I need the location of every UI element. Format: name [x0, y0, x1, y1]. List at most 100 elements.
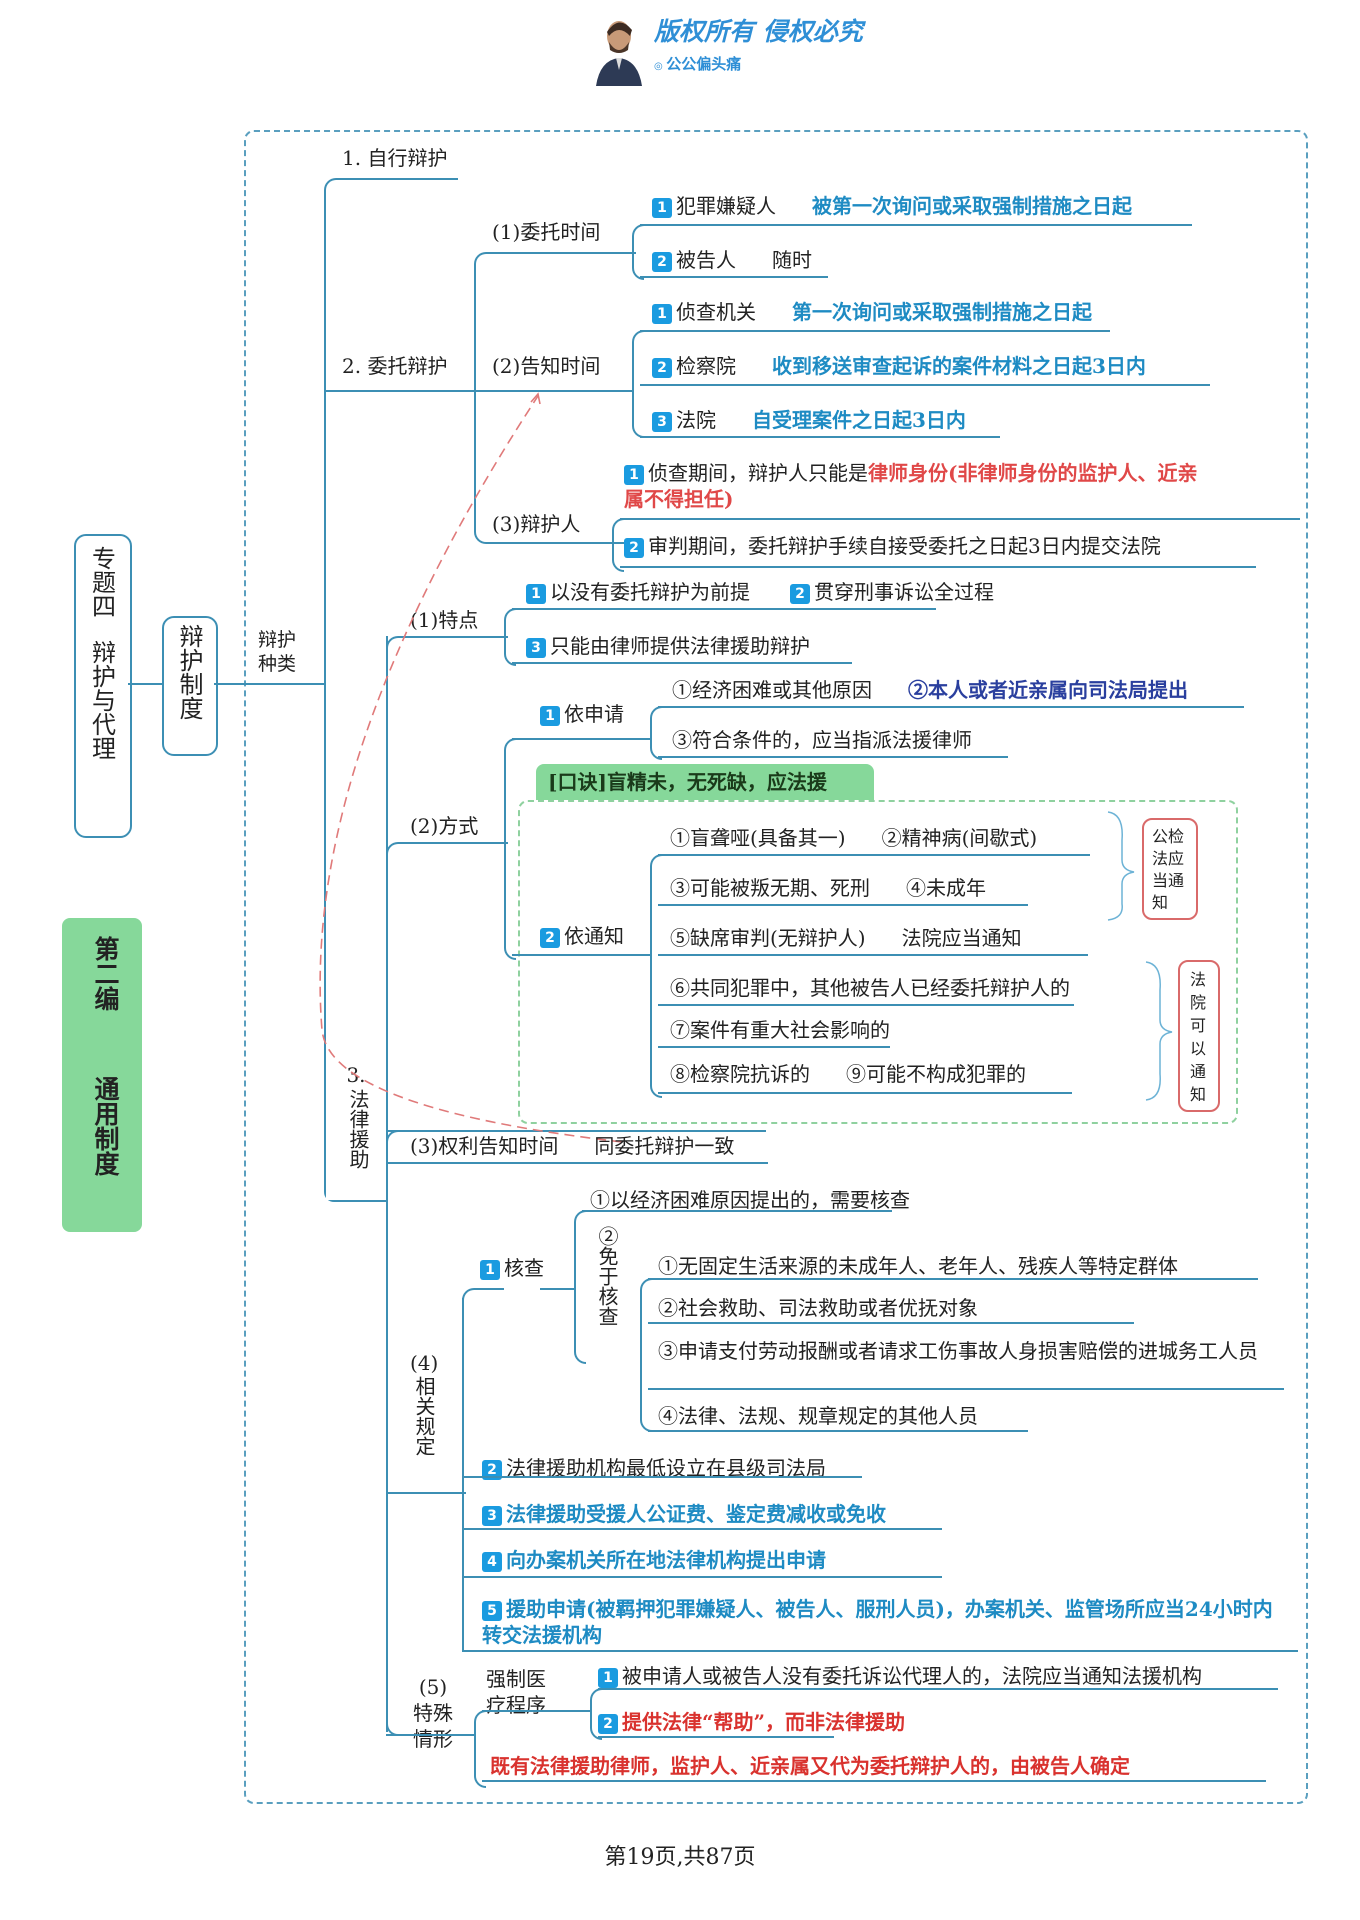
methods-label: (2)方式	[410, 814, 479, 838]
connector	[504, 738, 516, 960]
connector	[386, 1734, 476, 1736]
badge-number-icon: 1	[480, 1260, 500, 1280]
connector	[658, 756, 1008, 758]
badge-number-icon: 2	[790, 584, 810, 604]
connector	[640, 436, 1000, 438]
avatar-portrait-icon	[596, 21, 642, 86]
badge-number-icon: 1	[540, 706, 560, 726]
connector	[658, 706, 1244, 708]
connector	[658, 954, 1088, 956]
connector	[324, 390, 476, 392]
connector	[598, 1688, 1278, 1690]
defense-system-label: 辩护制度	[175, 624, 203, 720]
badge-number-icon: 1	[598, 1668, 618, 1688]
connector	[388, 1162, 768, 1164]
defender-label: (3)辩护人	[492, 512, 581, 536]
check-item: ①以经济困难原因提出的，需要核查	[590, 1188, 910, 1212]
connector	[512, 662, 852, 664]
badge-number-icon: 2	[652, 252, 672, 272]
connector	[462, 1650, 1298, 1652]
connector	[540, 1288, 576, 1290]
connector	[632, 224, 644, 280]
connector	[612, 518, 624, 572]
defense-system-node	[162, 616, 218, 756]
connector	[640, 1278, 652, 1432]
connector	[658, 1004, 1074, 1006]
badge-number-icon: 1	[652, 304, 672, 324]
watermark-title: 版权所有 侵权必究	[654, 17, 863, 46]
entrusted-defense-label: 2. 委托辩护	[342, 354, 448, 378]
connector	[650, 706, 662, 760]
connector	[512, 738, 652, 740]
exempt-item: ②社会救助、司法救助或者优抚对象	[658, 1296, 978, 1320]
self-defense-label: 1. 自行辩护	[342, 146, 448, 170]
content-frame	[244, 130, 1308, 1804]
connector	[482, 1710, 592, 1712]
wechat-icon: ◎	[654, 61, 667, 72]
connector	[128, 683, 164, 685]
exempt-item: ③申请支付劳动报酬或者请求工伤事故人身损害赔偿的进城务工人员	[658, 1339, 1258, 1363]
connector	[640, 276, 828, 278]
connector	[482, 1780, 1266, 1782]
connector	[504, 608, 516, 666]
notice-item: ⑤缺席审判(无辩护人)法院应当通知	[670, 926, 1022, 950]
connector	[386, 636, 508, 658]
connector	[462, 1576, 942, 1578]
connector	[386, 636, 388, 1492]
badge-number-icon: 3	[482, 1506, 502, 1526]
defense-type-label: 辩护种类	[258, 629, 297, 675]
topic-label: 专题四 辩护与代理	[87, 546, 116, 760]
rules-label: (4) 相关规定	[410, 1351, 439, 1456]
special-label: (5) 特殊情形	[413, 1675, 453, 1751]
must-notify-box: 公检法应当通知	[1142, 818, 1198, 920]
badge-number-icon: 2	[482, 1460, 502, 1480]
may-notify-box: 法院可以通知	[1178, 960, 1220, 1112]
badge-number-icon: 1	[652, 198, 672, 218]
chapter-badge: 第二编 通用制度	[62, 918, 142, 1232]
right-notify-time-label: (3)权利告知时间同委托辩护一致	[410, 1134, 735, 1158]
badge-number-icon: 2	[652, 358, 672, 378]
special-both-item: 既有法律援助律师，监护人、近亲属又代为委托辩护人的，由被告人确定	[490, 1754, 1130, 1778]
application-item: ③符合条件的，应当指派法援律师	[672, 728, 972, 752]
notice-item: ⑥共同犯罪中，其他被告人已经委托辩护人的	[670, 976, 1070, 1000]
watermark-subtitle: ◎ 公公偏头痛	[654, 55, 742, 73]
notice-item: ⑦案件有重大社会影响的	[670, 1018, 890, 1042]
badge-number-icon: 2	[624, 538, 644, 558]
connector	[620, 566, 1256, 568]
connector	[648, 1278, 1258, 1280]
connector	[620, 518, 1300, 520]
connector	[640, 384, 1210, 386]
entrust-time-label: (1)委托时间	[492, 220, 601, 244]
author-avatar	[592, 14, 646, 86]
notify-time-label: (2)告知时间	[492, 354, 601, 378]
mnemonic-tag: [口诀]盲精未，无死缺，应法援	[536, 764, 874, 800]
connector	[512, 608, 936, 610]
badge-number-icon: 1	[624, 465, 644, 485]
connector	[648, 1388, 1284, 1390]
exempt-item: ①无固定生活来源的未成年人、老年人、残疾人等特定群体	[658, 1254, 1178, 1278]
connector	[474, 252, 636, 394]
connector	[462, 1298, 464, 1652]
connector	[658, 854, 1090, 856]
badge-number-icon: 4	[482, 1552, 502, 1572]
exempt-item: ④法律、法规、规章规定的其他人员	[658, 1404, 978, 1428]
legal-aid-label: 3. 法律援助	[346, 1063, 370, 1169]
exempt-label: ②免于核查	[595, 1226, 619, 1326]
